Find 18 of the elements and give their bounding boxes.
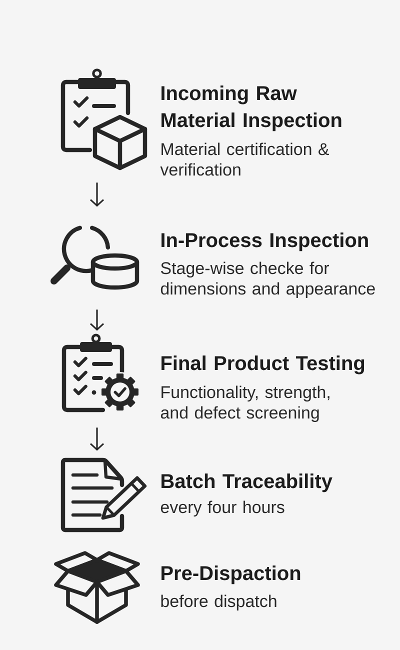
step-description: Stage-wise checke for dimensions and appearance xyxy=(160,262,375,298)
step-heading: Final Product Testing xyxy=(162,356,364,374)
magnifier-cylinder-icon xyxy=(50,226,140,290)
open-box-icon xyxy=(54,551,140,624)
step-description: before dispatch xyxy=(161,594,276,611)
clipboard-gear-icon xyxy=(62,334,140,412)
step-description: every four hours xyxy=(160,500,284,517)
arrow xyxy=(90,309,104,331)
step-heading: Batch Traceability xyxy=(162,474,332,492)
step-heading: Incoming Raw Material Inspection xyxy=(162,86,342,132)
step-heading: In-Process Inspection xyxy=(162,232,368,252)
arrow xyxy=(90,427,104,451)
clipboard-cube-icon xyxy=(60,68,148,170)
step-heading: Pre-Dispaction xyxy=(162,566,300,584)
step-description: Functionality, strength, and defect screening xyxy=(160,386,330,422)
arrow xyxy=(90,182,104,207)
document-pencil-icon xyxy=(60,458,147,532)
step-description: Material certification & verification xyxy=(160,142,330,176)
